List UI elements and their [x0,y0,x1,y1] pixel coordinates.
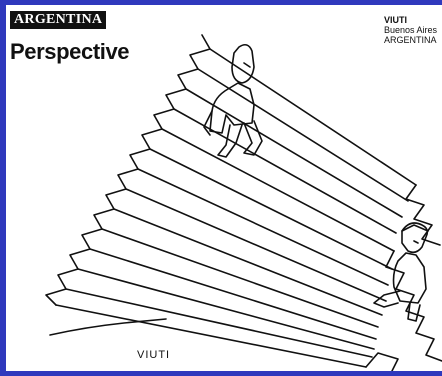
right-stair-profile [385,184,442,362]
staircase-illusion-icon [45,34,442,371]
bottom-step [365,352,399,371]
credit-author: VIUTI [384,15,408,25]
cartoon-title: Perspective [10,39,130,64]
cartoon-frame: ARGENTINA Perspective VIUTI Buenos Aires… [6,5,442,371]
artist-credit: VIUTI Buenos Aires ARGENTINA [384,15,437,45]
artist-signature: VIUTI [137,349,171,361]
country-badge: ARGENTINA [10,11,107,29]
credit-country: ARGENTINA [384,35,437,45]
left-stair-profile [45,34,211,306]
upper-figure-icon [203,43,263,158]
ground-line [49,318,167,336]
lower-figure-icon [373,222,429,322]
credit-city: Buenos Aires [384,25,438,35]
stair-edges [55,48,417,368]
